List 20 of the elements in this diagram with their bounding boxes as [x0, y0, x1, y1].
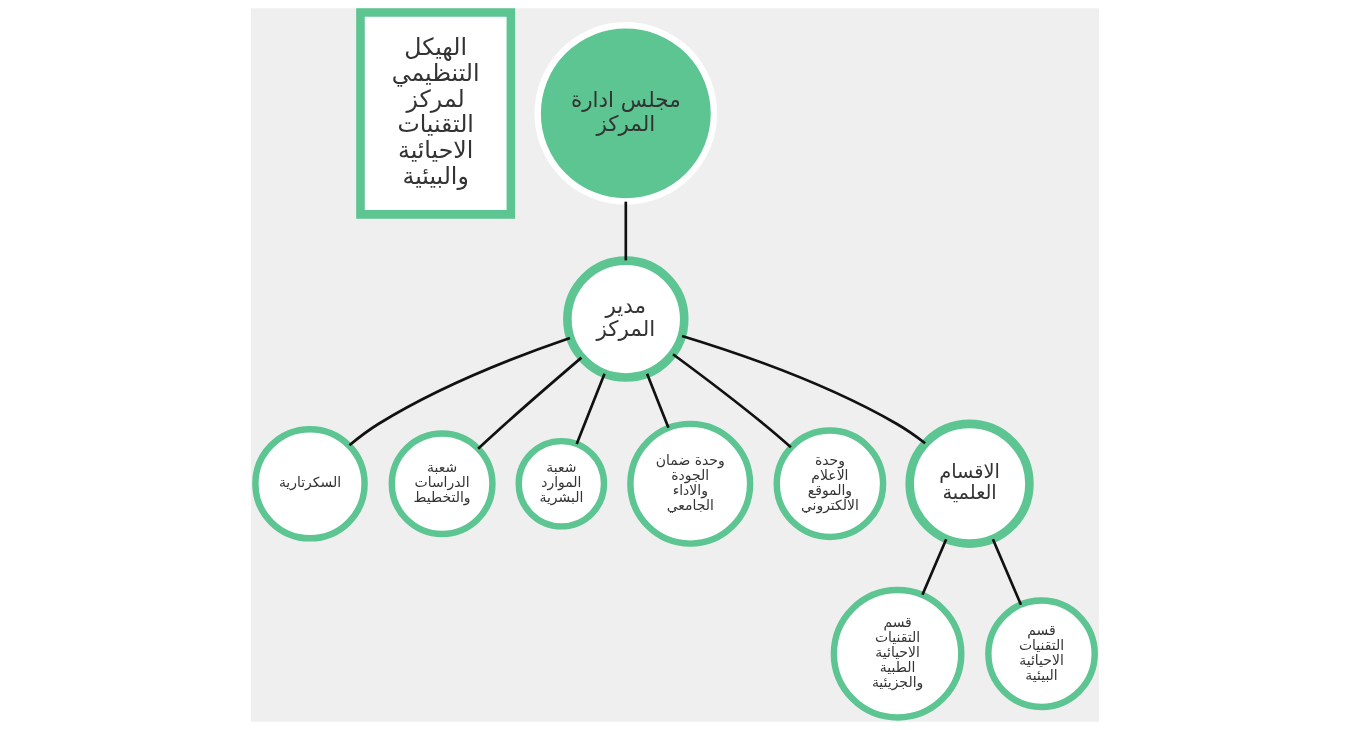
node-circle: وحدة ضمان الجودة والاداء الجامعي [627, 420, 754, 547]
node-circle: مجلس ادارة المركز [534, 22, 718, 205]
node-circle: مدير المركز [563, 256, 689, 382]
node-circle: السكرتارية [252, 425, 368, 542]
connector [348, 336, 571, 447]
connector [624, 201, 628, 261]
node-circle: شعبة الموارد البشرية [515, 437, 608, 530]
node-circle: قسم التقنيات الاحيائية الطبية والجزيئية [830, 586, 965, 721]
node-circle: وحدة الاعلام والموقع الالكتروني [773, 427, 887, 541]
connector [672, 353, 792, 449]
node-box: الهيكل التنظيمي لمركز التقنيات الاحيائية والبيئية [356, 8, 516, 219]
node-circle: شعبة الدراسات والتخطيط [388, 430, 496, 538]
node-circle: الاقسام العلمية [905, 419, 1034, 548]
connector [921, 538, 948, 596]
connector [681, 334, 926, 445]
connector [477, 356, 583, 450]
connector [575, 373, 606, 445]
node-circle: قسم التقنيات الاحيائية البيئية [985, 597, 1098, 711]
connector [645, 373, 670, 429]
connector [991, 538, 1023, 606]
